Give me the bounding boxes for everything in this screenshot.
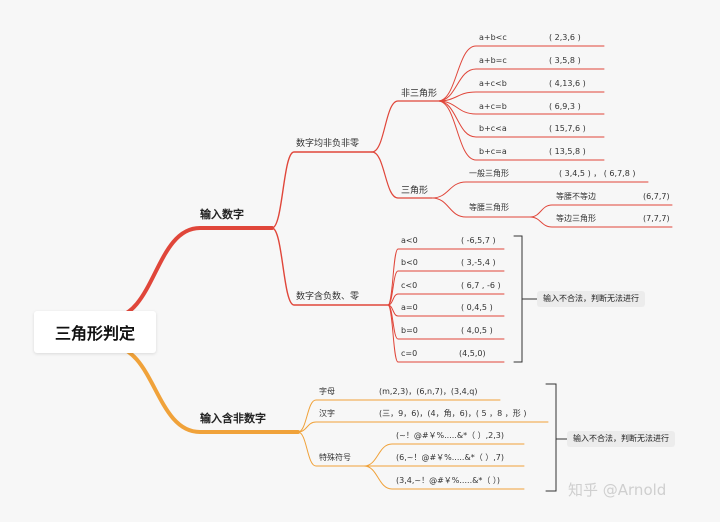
case-example: ( 3,-5,4 ) bbox=[461, 258, 496, 267]
case-example: (7,7,7) bbox=[643, 214, 670, 223]
invalid-note-non-numbers: 输入不合法，判断无法进行 bbox=[567, 431, 675, 447]
node-special: 特殊符号 bbox=[319, 453, 351, 462]
connector-triangle bbox=[371, 151, 433, 199]
node-non-triangle: 非三角形 bbox=[401, 89, 438, 99]
case-example: ( 0,4,5 ) bbox=[461, 303, 493, 312]
branch-non-numbers: 输入含非数字 bbox=[200, 412, 266, 425]
node-nonneg: 数字均非负非零 bbox=[296, 139, 360, 149]
bracket-non-numbers bbox=[545, 383, 557, 492]
letters-example: (m,2,3)，(6,n,7)，(3,4,q) bbox=[379, 387, 478, 396]
case-example: ( 3,5,8 ) bbox=[549, 56, 581, 65]
connector-iso-case bbox=[529, 216, 673, 228]
case-cond: b<0 bbox=[401, 258, 418, 267]
case-cond: a+b=c bbox=[479, 56, 507, 65]
node-letters: 字母 bbox=[319, 387, 335, 396]
case-cond: b+c<a bbox=[479, 124, 507, 133]
case-example: ( 2,3,6 ) bbox=[549, 33, 581, 42]
case-cond: b=0 bbox=[401, 326, 418, 335]
node-triangle: 三角形 bbox=[401, 186, 429, 196]
connector-case bbox=[437, 91, 605, 102]
case-cond: c=0 bbox=[401, 349, 418, 358]
case-label: 等边三角形 bbox=[556, 214, 596, 223]
connector-case bbox=[437, 45, 605, 102]
connector-case bbox=[387, 270, 505, 306]
node-general-triangle: 一般三角形 bbox=[469, 169, 509, 178]
watermark: 知乎 @Arnold bbox=[568, 481, 667, 499]
case-example: (6,7,7) bbox=[643, 192, 670, 201]
branch-numbers: 输入数字 bbox=[200, 208, 244, 221]
general-example: ( 3,4,5 ) ， ( 6,7,8 ) bbox=[559, 169, 636, 178]
special-example: (6,~！@#￥%.....&*（ ）,7) bbox=[396, 453, 505, 462]
connector-special-case bbox=[363, 443, 525, 467]
connector-general bbox=[431, 181, 649, 199]
connector-case bbox=[437, 68, 605, 102]
case-cond: a+c<b bbox=[479, 79, 507, 88]
case-example: ( 6,9,3 ) bbox=[549, 102, 581, 111]
case-label: 等腰不等边 bbox=[556, 192, 596, 201]
case-example: ( 13,5,8 ) bbox=[549, 147, 586, 156]
case-cond: c<0 bbox=[401, 281, 418, 290]
connector-special bbox=[297, 431, 365, 467]
case-cond: a+c=b bbox=[479, 102, 507, 111]
node-neg-zero: 数字含负数、零 bbox=[296, 292, 360, 302]
case-example: ( 6,7 , -6 ) bbox=[461, 281, 501, 290]
node-isosceles: 等腰三角形 bbox=[469, 203, 509, 212]
connector-iso-case bbox=[529, 204, 673, 218]
connector-chinese bbox=[297, 421, 549, 433]
connector-case bbox=[387, 304, 505, 363]
root-title: 三角形判定 bbox=[54, 324, 135, 343]
connector-case bbox=[387, 293, 505, 306]
connector-isosceles bbox=[431, 197, 531, 218]
special-example: (3,4,~！@#￥%.....&*（ ）) bbox=[396, 476, 501, 485]
chinese-example: (三，9，6)，(4，角，6)，( 5 ，8 ，形 ) bbox=[379, 409, 527, 418]
connector-letters bbox=[297, 399, 501, 433]
case-cond: a<0 bbox=[401, 236, 418, 245]
connector-special-case bbox=[363, 465, 525, 490]
connector-non-triangle bbox=[371, 100, 439, 153]
case-example: ( -6,5,7 ) bbox=[461, 236, 496, 245]
case-example: ( 15,7,6 ) bbox=[549, 124, 586, 133]
connector-nonneg bbox=[271, 151, 373, 229]
connector-case bbox=[437, 100, 605, 115]
case-example: (4,5,0) bbox=[459, 349, 486, 358]
case-example: ( 4,13,6 ) bbox=[549, 79, 586, 88]
case-cond: a=0 bbox=[401, 303, 418, 312]
node-chinese: 汉字 bbox=[319, 409, 335, 418]
connector-case bbox=[437, 100, 605, 161]
root-node: 三角形判定 bbox=[34, 311, 156, 353]
invalid-note-numbers: 输入不合法，判断无法进行 bbox=[537, 291, 645, 307]
connector-neg-zero bbox=[271, 227, 389, 306]
case-cond: a+b<c bbox=[479, 33, 507, 42]
case-cond: b+c=a bbox=[479, 147, 507, 156]
special-example: (~！@#￥%.....&*（ ）,2,3) bbox=[396, 431, 505, 440]
connector-case bbox=[437, 100, 605, 138]
case-example: ( 4,0,5 ) bbox=[461, 326, 493, 335]
